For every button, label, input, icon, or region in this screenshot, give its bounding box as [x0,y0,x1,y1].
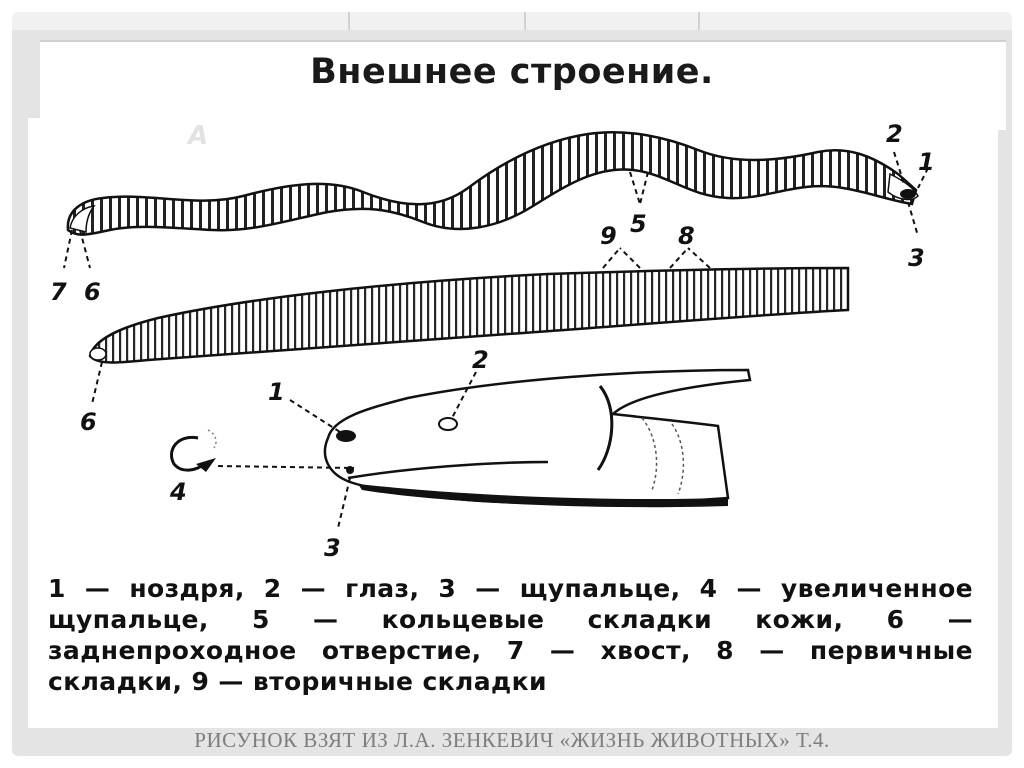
label-secondary-folds: 9 [600,222,617,250]
source-caption: РИСУНОК ВЗЯТ ИЗ Л.А. ЗЕНКЕВИЧ «ЖИЗНЬ ЖИВ… [194,728,830,752]
label-tentacle: 3 [908,244,925,272]
title-card-edge [40,40,1006,42]
label-tail: 7 [50,278,67,306]
head-closeup [323,368,752,508]
label-eye: 2 [886,120,903,148]
worm-tail-enlarged [88,266,850,364]
slide-title: Внешнее строение. [310,52,714,92]
label-eye-head: 2 [472,346,489,374]
enlarged-tentacle [170,429,217,472]
label-anus-enlarged: 6 [80,408,97,436]
label-ring-folds: 5 [630,210,647,238]
figure-illustration: A 7 6 5 2 1 3 [28,118,998,728]
title-card [40,40,1006,130]
strip-divider [698,12,700,30]
caecilian-drawing: A 7 6 5 2 1 3 [50,120,935,562]
strip-divider [524,12,526,30]
head-leaders [217,371,477,529]
frame-top-strip [12,12,1012,30]
label-anus: 6 [84,278,101,306]
figure-legend: 1 — ноздря, 2 — глаз, 3 — щупальце, 4 — … [48,574,973,696]
label-nostril-head: 1 [268,378,285,406]
strip-divider [348,12,350,30]
panel-letter: A [186,121,208,151]
top-worm-leaders [63,151,929,269]
label-enlarged-tentacle: 4 [169,478,187,506]
label-nostril: 1 [918,148,935,176]
label-primary-folds: 8 [678,222,695,250]
label-tentacle-head: 3 [324,534,341,562]
mid-worm-leaders [91,247,711,405]
